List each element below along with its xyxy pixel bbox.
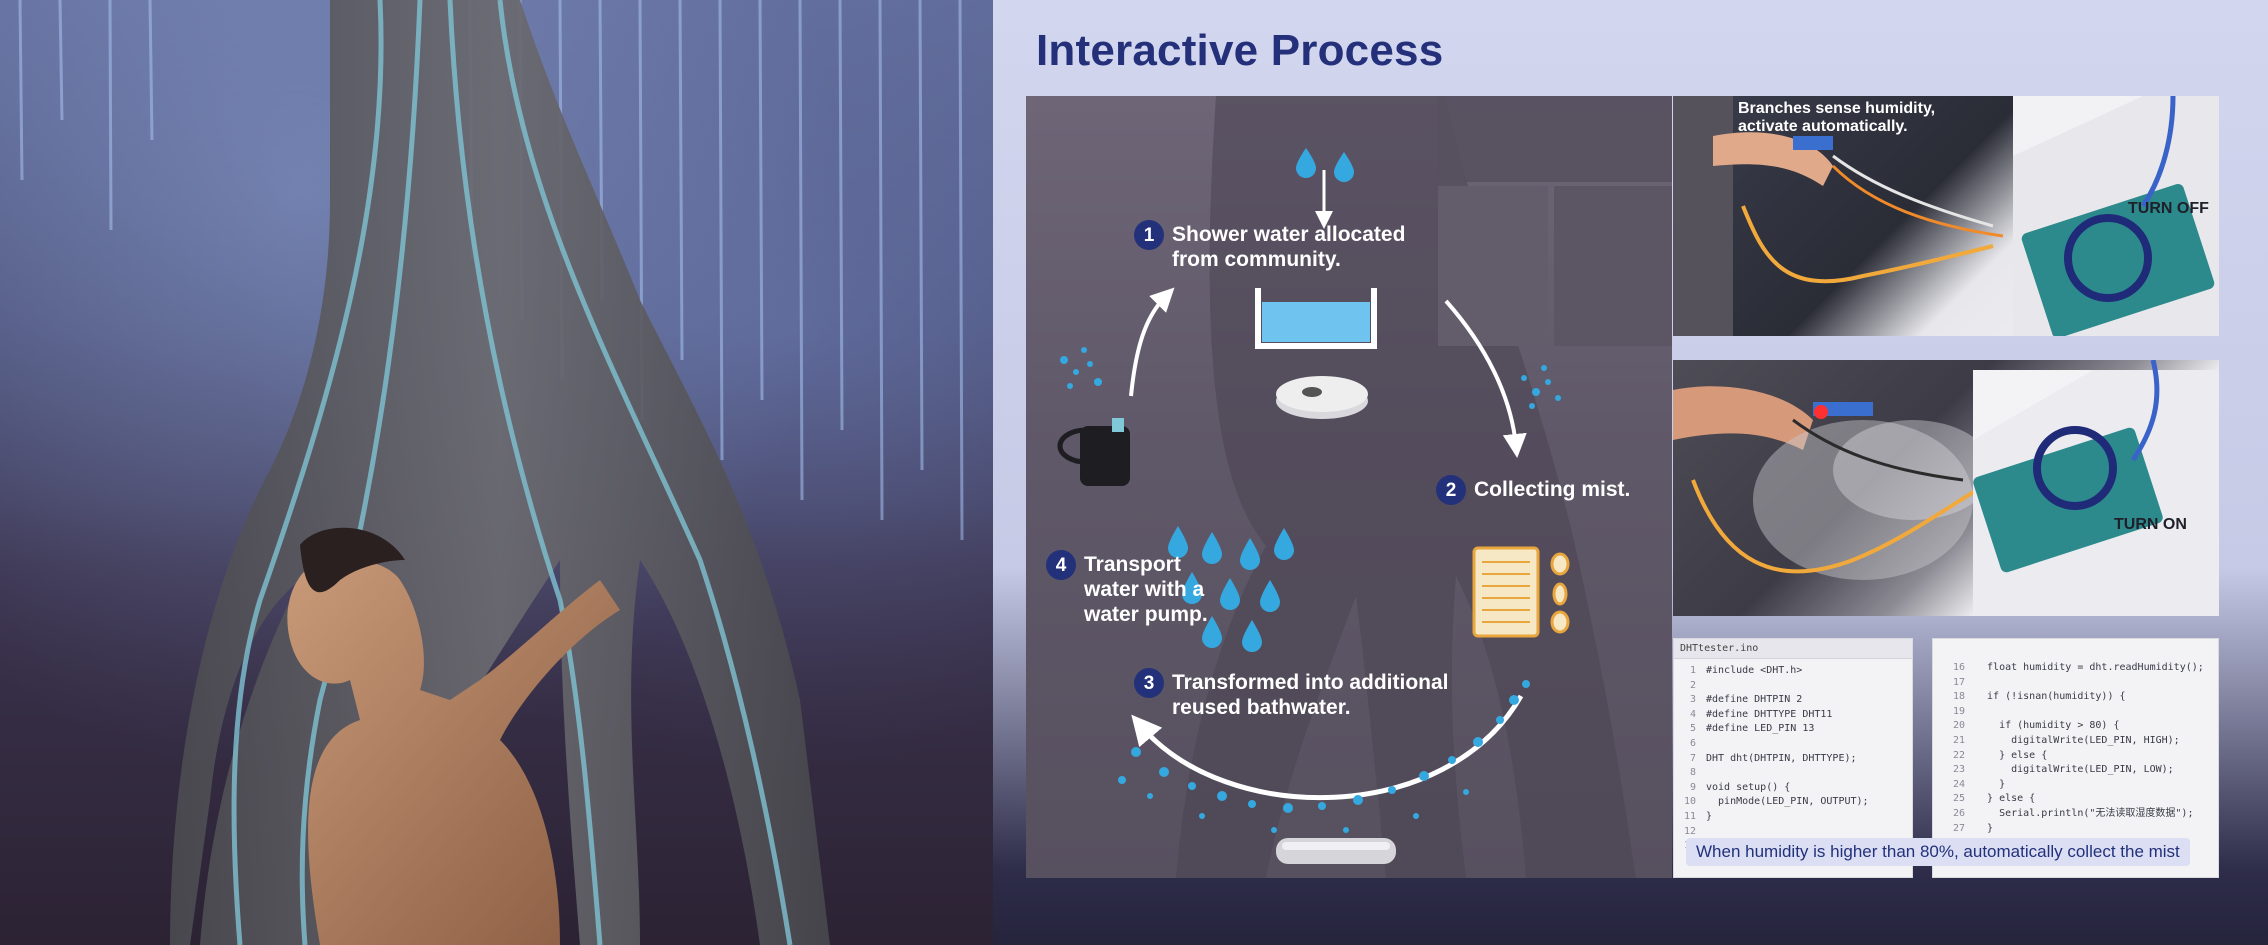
step-2-text: Collecting mist. bbox=[1474, 478, 1631, 501]
code-line: 5#define LED_PIN 13 bbox=[1689, 723, 1815, 735]
sensor-photo-on: TURN ON bbox=[1673, 360, 2219, 616]
code-line: 20 if (humidity > 80) { bbox=[1952, 720, 2120, 732]
sensor-caption: Branches sense humidity, activate automa… bbox=[1738, 100, 1936, 135]
code-line: 6 bbox=[1689, 737, 1696, 749]
water-drop-icon bbox=[1296, 148, 1316, 178]
process-diagram: 1 Shower water allocated from community.… bbox=[1026, 96, 1672, 878]
step-number-badge: 3 bbox=[1134, 668, 1164, 698]
water-drops-cluster bbox=[1168, 526, 1294, 652]
code-line: 27 } bbox=[1952, 822, 1994, 834]
code-line: 1#include <DHT.h> bbox=[1689, 665, 1803, 676]
code-line: 3#define DHTPIN 2 bbox=[1689, 694, 1803, 706]
water-tank-icon bbox=[1255, 288, 1377, 349]
code-line: 12 bbox=[1683, 825, 1696, 837]
code-line: 26 Serial.println("无法读取湿度数据"); bbox=[1952, 807, 2194, 819]
hero-photo bbox=[0, 0, 993, 945]
code-line: 25 } else { bbox=[1952, 793, 2036, 805]
code-line: 4#define DHTTYPE DHT11 bbox=[1689, 708, 1833, 720]
code-line: 23 digitalWrite(LED_PIN, LOW); bbox=[1952, 764, 2174, 776]
mist-collector-icon bbox=[1472, 546, 1570, 638]
file-tab[interactable]: DHTtester.ino bbox=[1674, 639, 1912, 659]
page-title: Interactive Process bbox=[1036, 26, 1444, 75]
step-3: 3 Transformed into additional reused bat… bbox=[1134, 668, 1449, 720]
hero-photo-illustration bbox=[0, 0, 993, 945]
code-line: 21 digitalWrite(LED_PIN, HIGH); bbox=[1952, 734, 2180, 746]
sensor-on-illustration bbox=[1673, 360, 2219, 616]
code-line: 18 if (!isnan(humidity)) { bbox=[1952, 691, 2126, 703]
code-line: 24 } bbox=[1952, 778, 2006, 790]
step-1-text: Shower water allocated from community. bbox=[1172, 223, 1406, 271]
code-line: 8 bbox=[1689, 767, 1696, 779]
step-number-badge: 4 bbox=[1046, 550, 1076, 580]
water-pump-icon bbox=[1057, 418, 1130, 486]
turn-on-label: TURN ON bbox=[2114, 516, 2187, 533]
code-line: 16 float humidity = dht.readHumidity(); bbox=[1952, 662, 2204, 673]
code-line: 19 bbox=[1952, 705, 1965, 717]
step-4-text: Transport water with a water pump. bbox=[1084, 553, 1208, 626]
sensor-photo-off: Branches sense humidity, activate automa… bbox=[1673, 96, 2219, 336]
highlight-circle bbox=[2033, 426, 2117, 510]
code-line: 22 } else { bbox=[1952, 749, 2048, 761]
step-number-badge: 2 bbox=[1436, 475, 1466, 505]
sensor-off-illustration bbox=[1673, 96, 2219, 336]
step-3-text: Transformed into additional reused bathw… bbox=[1172, 671, 1449, 719]
step-4: 4 Transport water with a water pump. bbox=[1046, 550, 1208, 627]
step-1: 1 Shower water allocated from community. bbox=[1134, 220, 1406, 272]
code-line: 2 bbox=[1689, 679, 1696, 691]
code-lines-left: 1#include <DHT.h> 2 3#define DHTPIN 2 4#… bbox=[1674, 659, 1912, 854]
step-number-badge: 1 bbox=[1134, 220, 1164, 250]
code-line: 10 pinMode(LED_PIN, OUTPUT); bbox=[1683, 796, 1869, 808]
process-diagram-graphics bbox=[1057, 96, 1672, 878]
code-line: 11} bbox=[1683, 810, 1713, 822]
code-caption: When humidity is higher than 80%, automa… bbox=[1686, 838, 2190, 866]
water-drop-icon bbox=[1334, 152, 1354, 182]
highlight-circle bbox=[2064, 214, 2152, 302]
step-2: 2 Collecting mist. bbox=[1436, 475, 1631, 505]
code-lines-right: 16 float humidity = dht.readHumidity(); … bbox=[1933, 639, 2218, 836]
code-line: 17 bbox=[1952, 676, 1965, 688]
turn-off-label: TURN OFF bbox=[2128, 200, 2209, 217]
